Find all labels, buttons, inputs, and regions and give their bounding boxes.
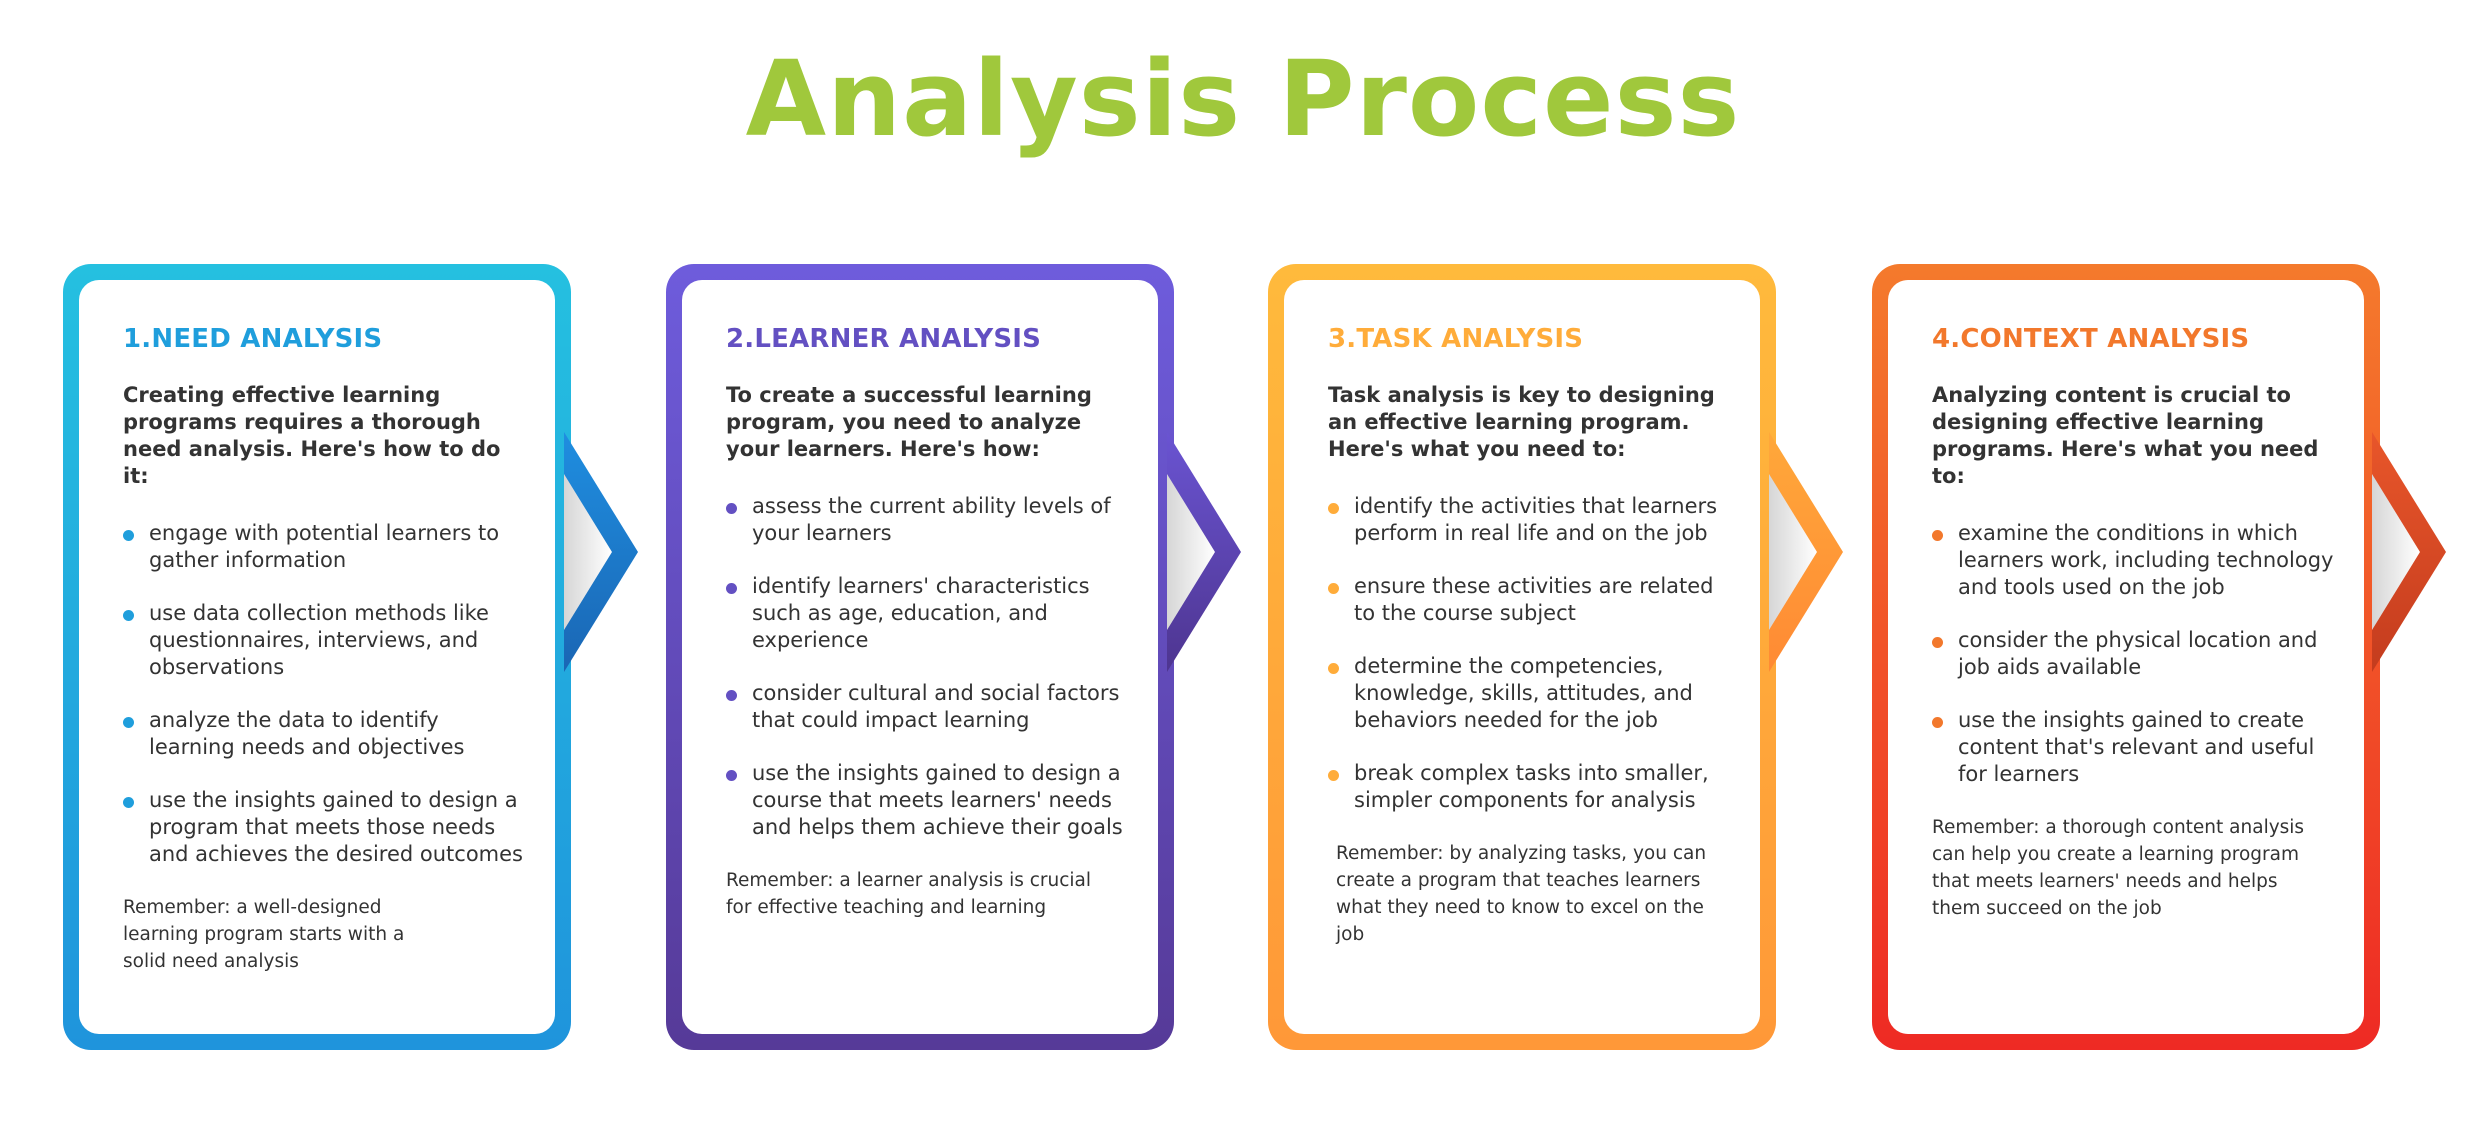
list-item-text: use the insights gained to design a prog… — [149, 788, 523, 866]
bullet-dot-icon — [1932, 717, 1943, 728]
list-item: identify learners' characteristics such … — [726, 573, 1132, 654]
page-title: Analysis Process — [745, 38, 1741, 160]
list-item-text: use the insights gained to design a cour… — [752, 761, 1123, 839]
card-intro: Creating effective learning programs req… — [123, 383, 501, 488]
list-item: identify the activities that learners pe… — [1328, 493, 1734, 547]
card-title: 1.NEED ANALYSIS — [123, 324, 383, 354]
list-item: determine the competencies, knowledge, s… — [1328, 653, 1734, 734]
card-intro: Task analysis is key to designing an eff… — [1328, 383, 1715, 461]
list-item: examine the conditions in which learners… — [1932, 520, 2338, 601]
card-note: Remember: by analyzing tasks, you can cr… — [1336, 843, 1707, 945]
list-item-text: examine the conditions in which learners… — [1958, 521, 2334, 599]
bullet-dot-icon — [123, 717, 134, 728]
bullet-dot-icon — [726, 690, 737, 701]
card-item-list: identify the activities that learners pe… — [1328, 493, 1736, 814]
list-item-text: determine the competencies, knowledge, s… — [1354, 654, 1693, 732]
card-item-list: examine the conditions in which learners… — [1932, 520, 2340, 788]
bullet-dot-icon — [1328, 770, 1339, 781]
card-need-analysis: 1.NEED ANALYSIS Creating effective learn… — [63, 264, 571, 1050]
bullet-dot-icon — [726, 770, 737, 781]
list-item-text: ensure these activities are related to t… — [1354, 574, 1714, 625]
chevron-right-icon — [564, 432, 638, 672]
bullet-dot-icon — [1328, 663, 1339, 674]
card-note: Remember: a well-designed learning progr… — [123, 897, 405, 972]
card-intro: Analyzing content is crucial to designin… — [1932, 383, 2319, 488]
card-note: Remember: a learner analysis is crucial … — [726, 870, 1092, 918]
bullet-dot-icon — [1932, 530, 1943, 541]
list-item: ensure these activities are related to t… — [1328, 573, 1734, 627]
list-item: use the insights gained to design a prog… — [123, 787, 529, 868]
list-item-text: engage with potential learners to gather… — [149, 521, 500, 572]
bullet-dot-icon — [1932, 637, 1943, 648]
bullet-dot-icon — [123, 610, 134, 621]
card-item-list: assess the current ability levels of you… — [726, 493, 1134, 841]
bullet-dot-icon — [1328, 503, 1339, 514]
card-body: 2.LEARNER ANALYSIS To create a successfu… — [682, 280, 1158, 1034]
card-body: 4.CONTEXT ANALYSIS Analyzing content is … — [1888, 280, 2364, 1034]
list-item: use data collection methods like questio… — [123, 600, 529, 681]
card-body: 1.NEED ANALYSIS Creating effective learn… — [79, 280, 555, 1034]
list-item-text: assess the current ability levels of you… — [752, 494, 1111, 545]
card-title: 2.LEARNER ANALYSIS — [726, 324, 1042, 354]
card-intro: To create a successful learning program,… — [726, 383, 1092, 461]
chevron-right-icon — [2372, 432, 2446, 672]
card-learner-analysis: 2.LEARNER ANALYSIS To create a successfu… — [666, 264, 1174, 1050]
list-item: consider the physical location and job a… — [1932, 627, 2338, 681]
list-item: use the insights gained to create conten… — [1932, 707, 2338, 788]
list-item: break complex tasks into smaller, simple… — [1328, 760, 1734, 814]
bullet-dot-icon — [123, 797, 134, 808]
list-item-text: break complex tasks into smaller, simple… — [1354, 761, 1709, 812]
list-item-text: use the insights gained to create conten… — [1958, 708, 2315, 786]
card-task-analysis: 3.TASK ANALYSIS Task analysis is key to … — [1268, 264, 1776, 1050]
card-body: 3.TASK ANALYSIS Task analysis is key to … — [1284, 280, 1760, 1034]
list-item-text: analyze the data to identify learning ne… — [149, 708, 465, 759]
chevron-right-icon — [1167, 432, 1241, 672]
list-item: engage with potential learners to gather… — [123, 520, 529, 574]
card-title: 3.TASK ANALYSIS — [1328, 324, 1584, 354]
list-item-text: consider cultural and social factors tha… — [752, 681, 1120, 732]
bullet-dot-icon — [726, 583, 737, 594]
card-context-analysis: 4.CONTEXT ANALYSIS Analyzing content is … — [1872, 264, 2380, 1050]
bullet-dot-icon — [1328, 583, 1339, 594]
list-item-text: use data collection methods like questio… — [149, 601, 489, 679]
bullet-dot-icon — [726, 503, 737, 514]
list-item: consider cultural and social factors tha… — [726, 680, 1132, 734]
list-item-text: consider the physical location and job a… — [1958, 628, 2318, 679]
list-item: analyze the data to identify learning ne… — [123, 707, 529, 761]
list-item-text: identify learners' characteristics such … — [752, 574, 1090, 652]
bullet-dot-icon — [123, 530, 134, 541]
card-item-list: engage with potential learners to gather… — [123, 520, 531, 868]
list-item: assess the current ability levels of you… — [726, 493, 1132, 547]
list-item: use the insights gained to design a cour… — [726, 760, 1132, 841]
card-title: 4.CONTEXT ANALYSIS — [1932, 324, 2250, 354]
list-item-text: identify the activities that learners pe… — [1354, 494, 1718, 545]
chevron-right-icon — [1769, 432, 1843, 672]
card-note: Remember: a thorough content analysis ca… — [1932, 817, 2305, 919]
